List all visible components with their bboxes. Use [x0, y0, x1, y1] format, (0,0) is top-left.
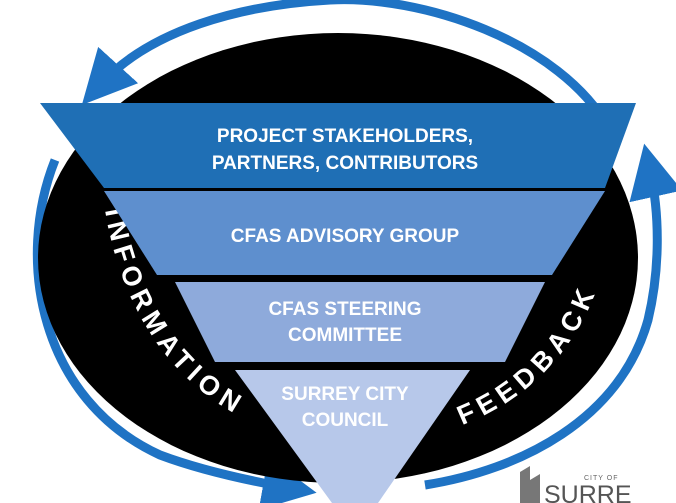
tier-steering-line1: CFAS STEERING	[268, 299, 421, 320]
tier-stakeholders-line2: PARTNERS, CONTRIBUTORS	[212, 153, 478, 174]
top-arrow	[81, 0, 614, 133]
logo-mark-icon	[520, 466, 540, 503]
tier-stakeholders-line1: PROJECT STAKEHOLDERS,	[217, 126, 473, 147]
tier-steering-committee	[175, 282, 545, 362]
tier-advisory-label: CFAS ADVISORY GROUP	[231, 226, 460, 247]
tier-steering-line2: COMMITTEE	[288, 325, 402, 346]
logo-small-text: CITY OF	[584, 475, 618, 482]
tier-stakeholders	[40, 103, 636, 188]
logo-big-text: SURRE	[544, 481, 632, 503]
tier-city-council	[235, 370, 470, 503]
tier-advisory-group	[104, 191, 605, 275]
city-logo: CITY OF SURRE	[520, 466, 632, 503]
tier-council-line1: SURREY CITY	[281, 384, 409, 405]
tier-council-line2: COUNCIL	[302, 410, 389, 431]
right-arrow	[424, 143, 676, 490]
left-arrow	[32, 158, 317, 503]
